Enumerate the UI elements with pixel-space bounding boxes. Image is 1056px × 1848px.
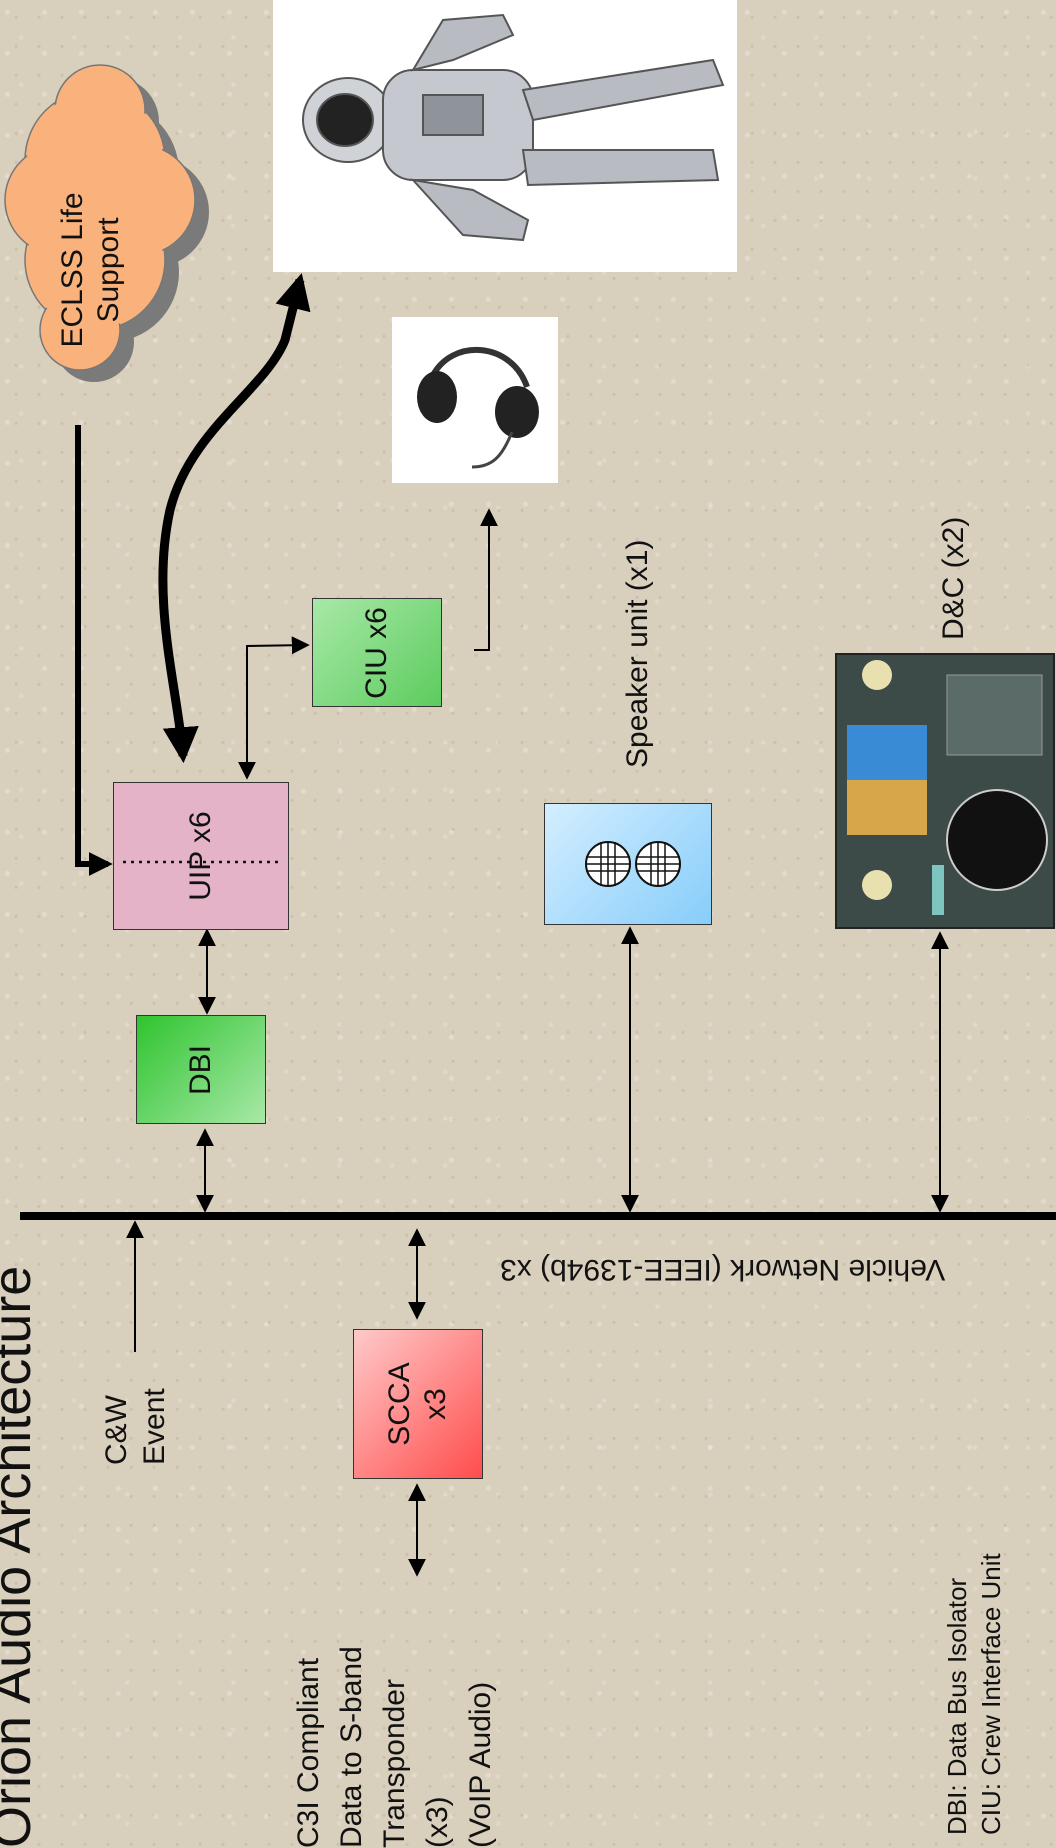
- cw-event-label: C&W Event: [98, 1388, 174, 1465]
- c3i-line-1: C3I Compliant: [292, 1657, 325, 1848]
- ciu-headset-link: [474, 508, 498, 651]
- network-label: Vehicle Network (IEEE-1394b) x3: [500, 1253, 946, 1286]
- eclss-label: ECLSS Life Support: [56, 192, 125, 348]
- dbi-label: DBI: [183, 1044, 217, 1095]
- eclss-cloud-shape: [4, 64, 209, 382]
- astronaut-image: [273, 0, 737, 272]
- dc-display-image: [835, 653, 1055, 929]
- speaker-grille-icon: [585, 841, 681, 887]
- c3i-line-2: Data to S-band: [335, 1646, 368, 1848]
- c3i-label: C3I Compliant Data to S-band Transponder…: [287, 1646, 502, 1848]
- legend-ciu: CIU: Crew Interface Unit: [976, 1553, 1006, 1835]
- page-title: Orion Audio Architecture: [0, 1265, 42, 1848]
- cw-line-2: Event: [138, 1388, 171, 1465]
- cw-line-1: C&W: [100, 1395, 133, 1465]
- c3i-line-4: (x3): [421, 1796, 454, 1848]
- uip-astronaut-link: [158, 273, 311, 764]
- scca-box[interactable]: SCCA x3: [353, 1329, 483, 1479]
- uip-ciu-link: [238, 636, 310, 780]
- speaker-box[interactable]: [544, 803, 712, 925]
- dc-label: D&C (x2): [937, 516, 970, 640]
- uip-divider: [123, 860, 283, 864]
- ciu-label: CIU x6: [360, 606, 393, 699]
- eclss-uip-link: [75, 425, 113, 876]
- dbi-box[interactable]: DBI: [136, 1015, 266, 1124]
- ciu-box[interactable]: CIU x6: [312, 598, 442, 707]
- headset-icon: [417, 346, 539, 469]
- cockpit-display-icon: [847, 660, 1048, 915]
- astronaut-figure-icon: [302, 13, 725, 242]
- legend: DBI: Data Bus Isolator CIU: Crew Interfa…: [940, 1553, 1008, 1835]
- headset-image: [392, 317, 558, 483]
- legend-dbi: DBI: Data Bus Isolator: [942, 1577, 972, 1835]
- speaker-label: Speaker unit (x1): [621, 539, 654, 768]
- uip-box[interactable]: UIP x6: [113, 782, 289, 930]
- scca-label: SCCA x3: [383, 1362, 452, 1446]
- c3i-line-5: (VoIP Audio): [464, 1681, 497, 1848]
- c3i-line-3: Transponder: [378, 1679, 411, 1848]
